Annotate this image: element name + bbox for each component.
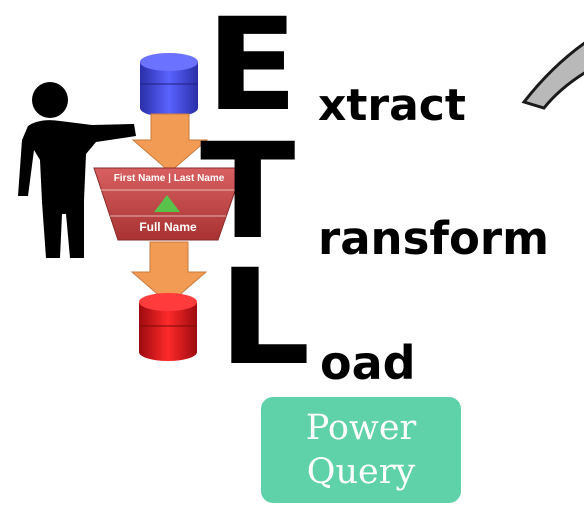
curved-arrow-icon: [521, 41, 584, 110]
up-triangle-icon: [154, 195, 180, 212]
etl-word-transform: ransform: [318, 212, 549, 265]
power-query-badge: Power Query: [261, 397, 461, 503]
source-database-icon: [140, 53, 198, 117]
etl-letter-e: E: [206, 0, 298, 140]
power-query-line1: Power: [305, 408, 417, 448]
funnel-header-text: First Name | Last Name: [113, 173, 225, 184]
etl-word-load: oad: [320, 336, 416, 390]
etl-letter-t: T: [200, 115, 296, 269]
etl-word-extract: xtract: [318, 80, 466, 131]
target-database-icon: [139, 293, 197, 361]
person-icon: [18, 82, 136, 258]
down-arrow-icon: [131, 113, 209, 173]
down-arrow-icon: [130, 241, 208, 305]
etl-letter-l: L: [218, 241, 311, 395]
funnel-footer-text: Full Name: [139, 220, 197, 234]
power-query-line2: Query: [306, 452, 416, 492]
